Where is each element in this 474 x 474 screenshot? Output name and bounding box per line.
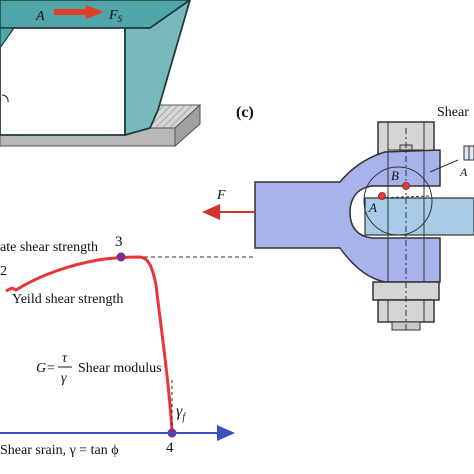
force-label-fs: FS <box>108 8 123 24</box>
modulus-denominator: γ <box>61 371 67 386</box>
ultimate-strength-label: ate shear strength <box>0 240 98 255</box>
modulus-prefix: G= <box>36 361 56 376</box>
point-b-label: B <box>391 168 399 183</box>
shear-plane-line <box>375 195 431 199</box>
x-axis-label: Shear srain, γ = tan ϕ <box>0 443 119 458</box>
stress-strain-curve <box>5 255 174 434</box>
panel-a: A FS <box>0 0 202 148</box>
point-a-marker <box>378 192 386 200</box>
panel-c: (c) Shear A <box>202 104 474 332</box>
point-2-label: 2 <box>0 264 7 279</box>
point-4-label: 4 <box>166 440 174 456</box>
point-a-label: A <box>368 200 377 215</box>
panel-c-label: (c) <box>236 104 254 121</box>
force-arrow <box>54 5 104 19</box>
shear-angle-arc <box>1 94 9 103</box>
clevis-body <box>254 149 441 283</box>
detail-leader <box>429 159 459 173</box>
detail-a-label: A <box>459 165 468 179</box>
point-b-marker <box>402 182 410 190</box>
block-side-face <box>124 0 191 137</box>
block-front-face <box>0 27 126 136</box>
plate-bar <box>364 197 474 236</box>
gamma-f-label: γf <box>176 403 186 423</box>
shear-modulus-formula: G= τ γ Shear modulus <box>36 351 162 386</box>
point-3-marker <box>116 252 126 262</box>
point-3-label: 3 <box>115 234 123 250</box>
label-a: A <box>35 9 45 24</box>
ground-slab-side <box>174 103 201 148</box>
panel-b: ate shear strength 3 2 Yeild shear stren… <box>0 234 255 458</box>
modulus-numerator: τ <box>62 351 68 366</box>
detail-circle <box>363 166 433 236</box>
shear-label: Shear <box>437 105 469 120</box>
clevis-force-label: F <box>216 188 226 203</box>
modulus-label: Shear modulus <box>78 361 162 376</box>
yield-strength-label: Yeild shear strength <box>12 292 123 307</box>
block-left-sliver <box>0 27 16 50</box>
